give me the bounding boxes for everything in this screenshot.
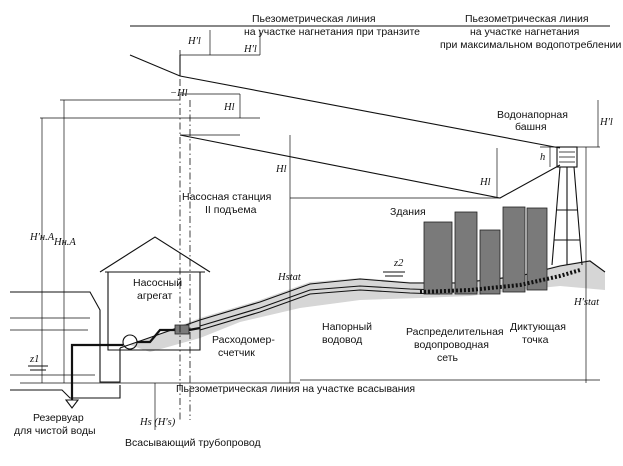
sym-z2: z2 (393, 258, 404, 269)
piezo-max-label-1: Пьезометрическая линия (465, 13, 589, 25)
reservoir-label-1: Резервуар (33, 412, 84, 424)
piezo-max-label-2: на участке нагнетания (470, 26, 579, 38)
suction-pipe (70, 343, 123, 400)
pressure-main (199, 285, 441, 327)
discharge-pipe (137, 328, 175, 344)
dictating-point-label-2: точка (522, 334, 549, 346)
building-3 (479, 229, 501, 295)
pressure-main-label-2: водовод (322, 334, 362, 346)
sym-H-nA: Hн.А (53, 237, 76, 248)
sym-h-mid: Hl (223, 102, 235, 113)
sym-H-nA-prime: H′н.А (29, 232, 55, 243)
sym-z1: z1 (29, 354, 39, 365)
pump-station-label-2: II подъема (205, 204, 257, 216)
pump-unit-label-2: агрегат (137, 290, 173, 302)
reservoir-label-2: для чистой воды (14, 425, 96, 437)
suction-pipe-label: Всасывающий трубопровод (125, 437, 261, 449)
flowmeter-symbol (174, 324, 190, 335)
tower-legs (551, 166, 583, 266)
piezo-max-label-3: при максимальном водопотреблении (440, 39, 621, 51)
piezo-transit-label-2: на участке нагнетания при транзите (244, 26, 420, 38)
z2-marker (383, 271, 405, 277)
ground-line (119, 260, 606, 349)
buildings-label: Здания (390, 206, 426, 218)
building-2 (454, 211, 478, 295)
building-1 (423, 221, 453, 295)
z1-marker (28, 365, 48, 371)
sym-h2-top: H′l (243, 44, 257, 55)
pump-station-walls (107, 272, 201, 351)
distribution-net-label-3: сеть (437, 352, 459, 364)
suction-inlet (64, 399, 80, 409)
flowmeter-label-1: Расходомер- (212, 334, 275, 346)
dictating-point-label-1: Диктующая (510, 321, 566, 333)
sym-H-stat: Hstat (277, 272, 302, 283)
pressure-main-lower (199, 289, 441, 331)
pump-station-label-1: Насосная станция (182, 191, 271, 203)
tower-tank-hatch (559, 151, 575, 163)
sym-h-small: h (540, 152, 545, 163)
building-5 (526, 207, 548, 291)
pump-unit-symbol (122, 334, 138, 350)
piezo-max-line (179, 134, 561, 199)
pump-unit-label-1: Насосный (133, 277, 182, 289)
sym-h-tower-side: H′l (599, 117, 613, 128)
sym-h1-top: H′l (187, 36, 201, 47)
distribution-network (419, 268, 581, 294)
reservoir-bottom (10, 385, 121, 399)
distribution-net-label-2: водопроводная (414, 339, 489, 351)
flowmeter-label-2: счетчик (218, 347, 255, 359)
pump-station-roof (99, 236, 211, 273)
water-tower-label-2: башня (515, 121, 547, 133)
pressure-main-label-1: Напорный (322, 321, 372, 333)
piezo-suction-label: Пьезометрическая линия на участке всасыв… (176, 383, 415, 395)
distribution-net-label-1: Распределительная (406, 326, 504, 338)
sym-h-neg: −Hl (170, 88, 188, 99)
pressure-main-start (188, 326, 201, 332)
piezo-transit-label-1: Пьезометрическая линия (252, 13, 376, 25)
sym-H-suction: Hs (H′s) (139, 417, 176, 428)
reservoir-wall (10, 291, 121, 383)
sym-H-stat-prime: H′stat (573, 297, 600, 308)
water-tower-label-1: Водонапорная (497, 109, 568, 121)
sym-h-l-tower: Hl (479, 177, 491, 188)
sym-h-l: Hl (275, 164, 287, 175)
piezo-transit-line (129, 54, 561, 149)
building-4 (502, 206, 526, 293)
